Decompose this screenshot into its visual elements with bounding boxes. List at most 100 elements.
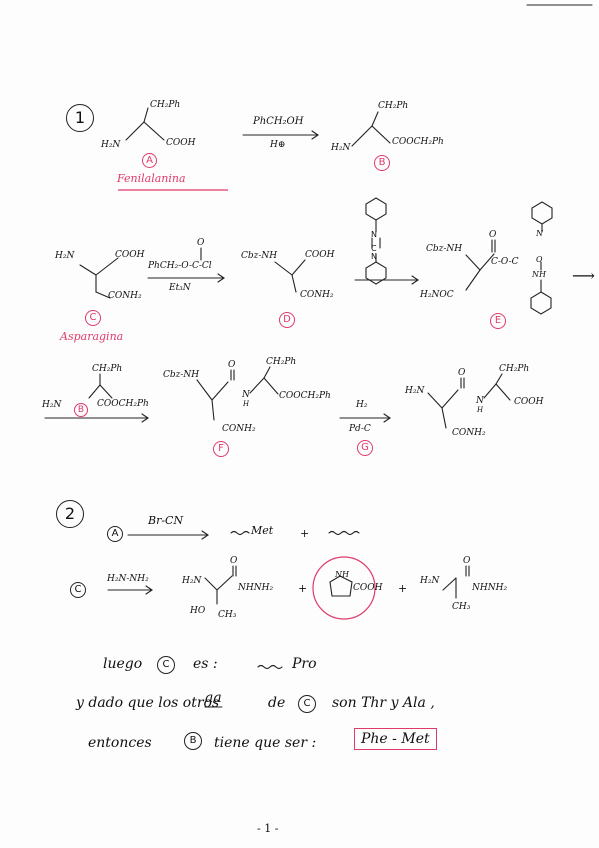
pro-cooh: COOH [353,583,383,593]
bond-c1 [79,264,97,276]
prod1-ch3: CH₃ [218,610,237,620]
prod1-ho: HO [190,606,206,616]
b-ester: COOCH₂Ph [392,137,444,147]
reagent-triethylamine: Et₃N [169,283,191,293]
e-cbz-nh: Cbz-NH [426,244,463,254]
f-ch2ph: CH₂Ph [266,357,297,367]
e-ester-link: C-O-C [491,257,519,267]
dcc-n-top: N [371,230,377,239]
label-step4-b: B [74,403,88,417]
e-c-o: O [536,255,543,264]
chain-fragment [328,530,360,536]
conclusion2-label-c: C [298,695,316,713]
conclusion-es: es : [193,656,218,672]
reagent-cyanogen-bromide: Br-CN [148,514,184,527]
f-amide-n: N [242,390,250,400]
line-a-label: A [107,526,123,542]
g-cooh: COOH [514,397,544,407]
conclusion3-label-b: B [184,732,202,750]
conclusion2-de: de [268,695,286,711]
reagent-hydrogen: H₂ [356,400,368,410]
plus-c2: + [398,582,408,595]
pro-ring [329,575,353,597]
page-number: - 1 - [257,822,279,835]
dcc-ring-top [365,197,387,221]
c-h2n: H₂N [55,251,75,261]
conclusion-luego: luego [103,656,143,672]
conclusion3-pre: entonces [88,735,152,751]
label-g: G [357,440,373,456]
label-b: B [374,155,390,171]
dcc-c: C [371,244,377,253]
f-carbonyl-o: O [228,360,236,370]
bond-a1 [125,121,145,141]
a-cooh: COOH [166,138,196,148]
conclusion-pro: Pro [292,656,317,672]
step4-ch2ph: CH₂Ph [92,364,123,374]
d-cooh: COOH [305,250,335,260]
f-ester: COOCH₂Ph [279,391,331,401]
bond-f1 [196,379,213,401]
bond-a3 [143,107,149,123]
prod1-o: O [230,556,238,566]
a-h2n: H₂N [101,140,121,150]
prod3-ch3: CH₃ [452,602,471,612]
f-conh2: CONH₂ [222,424,256,434]
bond-b1 [351,125,373,147]
bond-g1 [427,392,443,409]
conclusion2-post: son Thr y Ala , [332,695,435,711]
plus-a: + [300,527,310,540]
product-met: Met [251,524,274,537]
e-n-top: N [536,229,543,238]
bond-a2 [143,121,165,141]
g-amide-h: H [477,406,484,414]
dcc-n-bottom: N [371,252,377,261]
f-cbz-nh: Cbz-NH [163,370,200,380]
conclusion1-label-c: C [157,656,175,674]
plus-c1: + [298,582,308,595]
bond-d3 [291,274,297,293]
d-conh2: CONH₂ [300,290,334,300]
b-ch2ph: CH₂Ph [378,101,409,111]
reagent-acid: H⊕ [270,140,286,150]
e-nh: NH [532,270,546,279]
conclusion3-mid: tiene que ser : [214,735,317,751]
d-cbz-nh: Cbz-NH [241,251,278,261]
step4-h2n: H₂N [42,400,62,410]
bond-d2 [291,259,306,276]
g-conh2: CONH₂ [452,428,486,438]
reagent-pd-c: Pd-C [349,424,371,434]
g-amide-n: N [476,396,484,406]
b-h2n: H₂N [331,143,351,153]
reagent2-carbonyl-o: O [197,238,205,248]
bond-e2 [479,253,495,271]
c-cooh: COOH [115,250,145,260]
g-ch2ph: CH₂Ph [499,364,530,374]
bond-b2 [371,125,391,144]
bond-e1 [465,254,481,271]
continue-arrow: ⟶ [572,266,595,285]
prod3-nhnh2: NHNH₂ [472,583,508,593]
dcc-ring-bottom [365,261,387,285]
name-fenilalanina: Fenilalanina [117,172,186,185]
conclusion2-pre: y dado que los otros [76,695,220,711]
e-ring-top [531,201,553,225]
c-conh2: CONH₂ [108,291,142,301]
bond-c2 [95,257,119,276]
chain-met [230,530,250,536]
g-carbonyl-o: O [458,368,466,378]
g-h2n: H₂N [405,386,425,396]
reagent-cbz-chloride: PhCH₂-O-C-Cl [148,261,212,271]
a-ch2ph: CH₂Ph [150,100,181,110]
e-h2noc: H₂NOC [420,290,454,300]
e-ring-bottom [530,291,552,315]
prod3-o: O [463,556,471,566]
line-c-label: C [70,582,86,598]
name-asparagina: Asparagina [60,330,124,343]
label-f: F [213,441,229,457]
proline-highlight-circle [312,556,376,620]
problem-1-number: 1 [66,104,94,132]
f-amide-h: H [243,400,250,408]
